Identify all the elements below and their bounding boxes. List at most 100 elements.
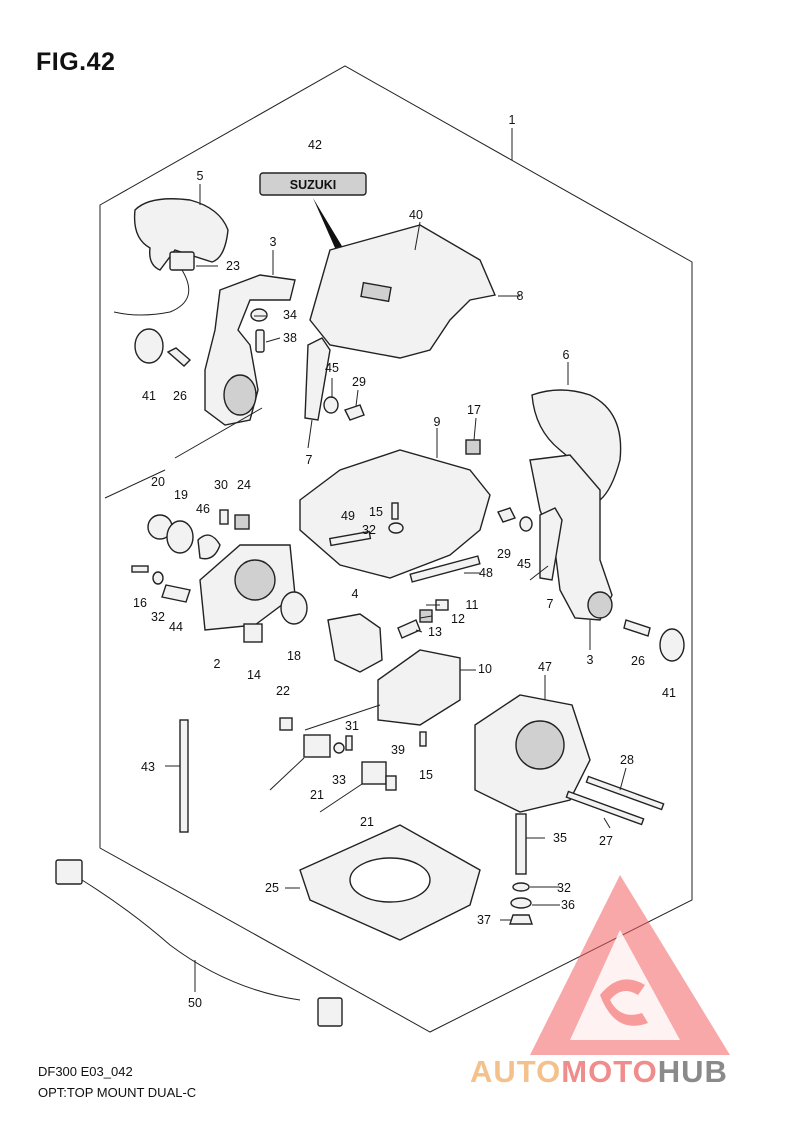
callout-2: 2	[214, 657, 221, 671]
callout-10: 10	[478, 662, 492, 676]
callout-20: 20	[151, 475, 165, 489]
callout-41-right: 41	[662, 686, 676, 700]
model-code: DF300 E03_042	[38, 1064, 133, 1079]
callout-32-left: 32	[151, 610, 165, 624]
callout-38: 38	[283, 331, 297, 345]
part-screw-15-lower	[419, 731, 427, 747]
part-spring-44	[161, 584, 191, 603]
callout-29-upper: 29	[352, 375, 366, 389]
callout-45-right: 45	[517, 557, 531, 571]
callout-21-b: 21	[360, 815, 374, 829]
watermark-part-c: HUB	[657, 1054, 728, 1089]
part-harness-50-plug-a	[55, 859, 83, 885]
figure-title: FIG.42	[36, 48, 116, 76]
part-screw-16	[131, 565, 149, 573]
part-screw-31	[345, 735, 353, 751]
callout-7-left: 7	[306, 453, 313, 467]
part-lever-hub-left	[223, 374, 257, 416]
part-plate-7-right	[539, 507, 563, 581]
part-bolt-38	[255, 329, 265, 353]
callout-48: 48	[479, 566, 493, 580]
callout-7-right: 7	[547, 597, 554, 611]
callout-5: 5	[197, 169, 204, 183]
callout-13: 13	[428, 625, 442, 639]
callout-19: 19	[174, 488, 188, 502]
callout-15-upper: 15	[369, 505, 383, 519]
callout-21-a: 21	[310, 788, 324, 802]
part-gasket-25-hole	[349, 857, 431, 903]
part-cable-tie-43	[179, 719, 189, 833]
callout-44: 44	[169, 620, 183, 634]
part-clip-46	[197, 534, 221, 560]
callout-16: 16	[133, 596, 147, 610]
part-washer-32-left	[152, 571, 164, 585]
callout-40: 40	[409, 208, 423, 222]
callout-50: 50	[188, 996, 202, 1010]
callout-32-upper: 32	[362, 523, 376, 537]
part-cover-slot	[360, 281, 392, 303]
part-bracket-2-gear	[234, 559, 276, 601]
callout-33: 33	[332, 773, 346, 787]
part-switch-21-a	[303, 734, 331, 758]
part-cap-41-right	[659, 628, 685, 662]
part-bolt-28	[585, 775, 665, 811]
part-screw-30	[219, 509, 229, 525]
assembly-outline	[99, 65, 693, 1033]
callout-32-lower: 32	[557, 881, 571, 895]
part-nut-37	[509, 914, 533, 925]
part-bracket-47-gear	[515, 720, 565, 770]
callout-23: 23	[226, 259, 240, 273]
callout-3-right: 3	[587, 653, 594, 667]
callout-4: 4	[352, 587, 359, 601]
callout-6: 6	[563, 348, 570, 362]
part-washer-32-lower	[512, 882, 530, 892]
part-clip-22	[279, 717, 293, 731]
part-harness-50-cable	[81, 879, 301, 1001]
part-grip-cover-5	[133, 198, 229, 271]
part-strip-49	[328, 530, 372, 547]
part-bolt-27	[565, 790, 645, 826]
watermark-logo	[530, 875, 730, 1055]
part-cap-41-left	[134, 328, 164, 364]
part-clip-39	[385, 775, 397, 791]
callout-12: 12	[451, 612, 465, 626]
part-nut-34	[250, 308, 268, 322]
callout-8: 8	[517, 289, 524, 303]
callout-43: 43	[141, 760, 155, 774]
callout-45-upper: 45	[325, 361, 339, 375]
callout-28: 28	[620, 753, 634, 767]
callout-14: 14	[247, 668, 261, 682]
callout-3-left: 3	[270, 235, 277, 249]
callout-37: 37	[477, 913, 491, 927]
part-washer-45-right	[519, 516, 533, 532]
part-switch-21-b-wire	[319, 783, 363, 813]
part-bracket-10	[377, 649, 461, 726]
part-plate-7-left	[304, 337, 331, 421]
callout-29-right: 29	[497, 547, 511, 561]
part-washer-32-upper	[388, 522, 404, 534]
part-switch-21-b	[361, 761, 387, 785]
callout-27: 27	[599, 834, 613, 848]
callout-30: 30	[214, 478, 228, 492]
leader-lines	[104, 128, 627, 992]
part-spring-13	[397, 619, 421, 639]
part-screw-26-left	[166, 347, 192, 367]
figure-description: OPT:TOP MOUNT DUAL-C	[38, 1085, 197, 1100]
callout-17: 17	[467, 403, 481, 417]
callout-25: 25	[265, 881, 279, 895]
part-clip-24	[234, 514, 250, 530]
callout-18: 18	[287, 649, 301, 663]
callout-49: 49	[341, 509, 355, 523]
callout-39: 39	[391, 743, 405, 757]
emblem-text: SUZUKI	[290, 178, 337, 192]
part-screw-26-right	[623, 619, 651, 637]
callout-22: 22	[276, 684, 290, 698]
part-switch-21-a-wire	[269, 757, 305, 791]
callout-26-right: 26	[631, 654, 645, 668]
callout-41-left: 41	[142, 389, 156, 403]
watermark-part-a: AUTO	[470, 1054, 562, 1089]
part-gear-4	[327, 613, 383, 673]
watermark-part-b: MOTO	[561, 1054, 658, 1089]
